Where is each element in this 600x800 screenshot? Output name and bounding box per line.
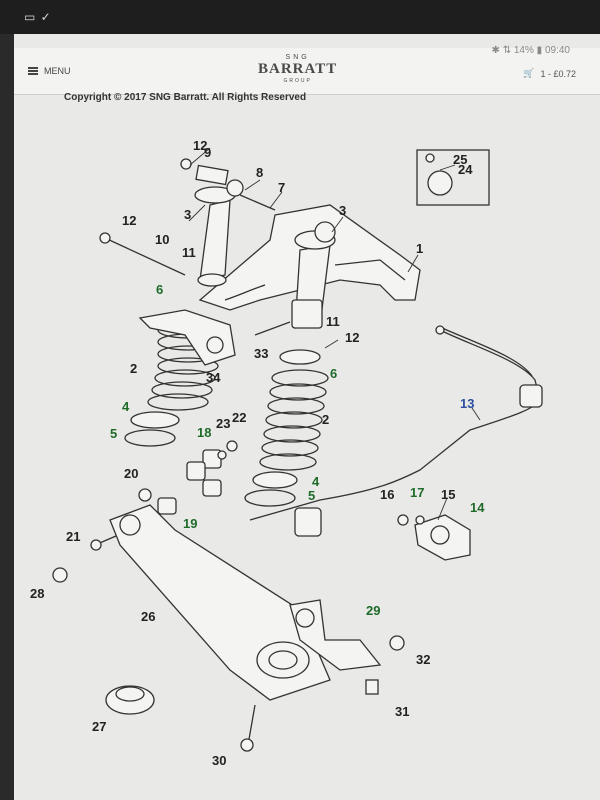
menu-button[interactable]: MENU xyxy=(28,66,71,76)
callout-33[interactable]: 33 xyxy=(254,346,268,361)
cart-button[interactable]: 🛒 1 - £0.72 xyxy=(523,68,576,79)
cart-icon: 🛒 xyxy=(523,68,535,78)
battery-icon: ▮ xyxy=(536,45,543,56)
callout-23[interactable]: 23 xyxy=(216,416,230,431)
notification-icons: ▭ ✓ xyxy=(24,10,52,24)
spring-bracket[interactable] xyxy=(138,309,236,366)
callout-6b[interactable]: 6 xyxy=(330,366,337,381)
leader-lines xyxy=(188,147,481,521)
brand-top: SNG xyxy=(285,54,310,61)
hamburger-icon xyxy=(28,67,38,75)
callout-9[interactable]: 9 xyxy=(204,145,211,160)
callout-4b[interactable]: 4 xyxy=(312,474,320,489)
menu-label: MENU xyxy=(44,66,71,76)
callout-32[interactable]: 32 xyxy=(416,652,430,667)
callout-25[interactable]: 25 xyxy=(453,152,467,167)
callout-26[interactable]: 26 xyxy=(141,609,155,624)
callout-17[interactable]: 17 xyxy=(410,485,424,500)
damper-right[interactable] xyxy=(291,221,336,329)
copyright-text: Copyright © 2017 SNG Barratt. All Rights… xyxy=(64,92,307,103)
callout-12c[interactable]: 12 xyxy=(345,330,359,345)
callout-28[interactable]: 28 xyxy=(30,586,44,601)
callout-31[interactable]: 31 xyxy=(395,704,409,719)
callout-7[interactable]: 7 xyxy=(278,180,285,195)
damper-left[interactable] xyxy=(194,164,244,287)
callout-24[interactable]: 24 xyxy=(458,162,473,177)
callout-4a[interactable]: 4 xyxy=(122,399,130,414)
brand-bottom: GROUP xyxy=(283,78,312,84)
callout-10[interactable]: 10 xyxy=(155,232,169,247)
callout-13[interactable]: 13 xyxy=(460,396,474,411)
callout-21[interactable]: 21 xyxy=(66,529,80,544)
battery-level: 14% xyxy=(513,45,534,56)
clock: 09:40 xyxy=(544,45,570,56)
callout-2a[interactable]: 2 xyxy=(130,361,137,376)
callout-3b[interactable]: 3 xyxy=(339,203,346,218)
callout-1[interactable]: 1 xyxy=(416,241,423,256)
callout-16[interactable]: 16 xyxy=(380,487,394,502)
callout-3a[interactable]: 3 xyxy=(184,207,191,222)
app-header: MENU SNG BARRATT GROUP 🛒 1 - £0.72 xyxy=(14,48,600,95)
callout-11a[interactable]: 11 xyxy=(182,245,196,260)
status-icons: ✱ ⇅ 14% ▮ 09:40 xyxy=(492,45,570,56)
callout-2b[interactable]: 2 xyxy=(322,412,329,427)
lower-wishbone[interactable] xyxy=(109,504,331,701)
inset-detail-box[interactable] xyxy=(416,149,490,206)
callout-20[interactable]: 20 xyxy=(124,466,138,481)
bushes[interactable] xyxy=(138,440,238,515)
callout-12b[interactable]: 12 xyxy=(122,213,136,228)
callout-11b[interactable]: 11 xyxy=(326,314,340,329)
callout-22[interactable]: 22 xyxy=(232,410,246,425)
callout-34[interactable]: 34 xyxy=(206,370,221,385)
callout-29[interactable]: 29 xyxy=(366,603,380,618)
callout-18[interactable]: 18 xyxy=(197,425,211,440)
callout-19[interactable]: 19 xyxy=(183,516,197,531)
callout-15[interactable]: 15 xyxy=(441,487,455,502)
callout-8[interactable]: 8 xyxy=(256,165,263,180)
callout-5a[interactable]: 5 xyxy=(110,426,117,441)
bluetooth-icon: ✱ xyxy=(491,45,500,56)
cart-total: 1 - £0.72 xyxy=(540,68,576,79)
anti-roll-bar[interactable] xyxy=(249,325,543,537)
loose-parts[interactable] xyxy=(52,567,405,715)
callout-30[interactable]: 30 xyxy=(212,753,226,768)
ball-joint-bracket[interactable] xyxy=(289,599,382,671)
callout-5b[interactable]: 5 xyxy=(308,488,315,503)
brand-name: BARRATT xyxy=(258,61,338,77)
callout-6a[interactable]: 6 xyxy=(156,282,163,297)
callout-labels: 1 2 2 3 3 4 4 5 5 6 6 7 8 9 10 11 11 12 … xyxy=(30,138,485,768)
signal-icon: ⇅ xyxy=(502,45,512,56)
roll-bar-clamp[interactable] xyxy=(397,514,471,561)
callout-27[interactable]: 27 xyxy=(92,719,106,734)
callout-14[interactable]: 14 xyxy=(470,500,485,515)
coil-spring-right[interactable] xyxy=(244,349,329,507)
device-status-bar: ▭ ✓ xyxy=(0,0,600,34)
brand-logo[interactable]: SNG BARRATT GROUP xyxy=(258,54,337,84)
callout-12a[interactable]: 12 xyxy=(193,138,207,153)
bolts xyxy=(90,158,379,752)
